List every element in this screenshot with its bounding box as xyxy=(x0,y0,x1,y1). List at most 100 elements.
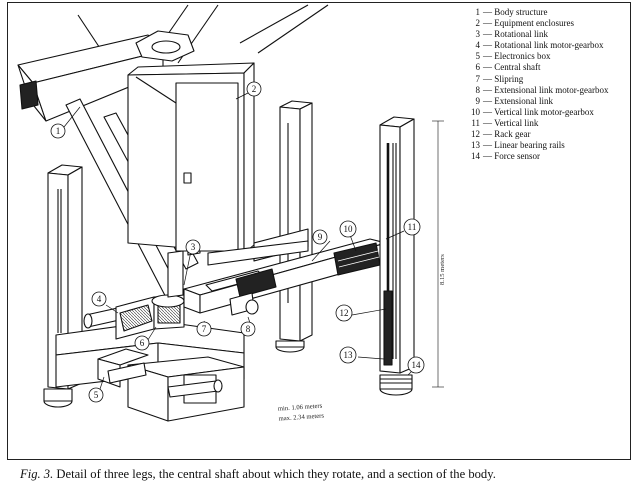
callout-12-circle xyxy=(335,304,353,322)
legend-item-label: Central shaft xyxy=(494,62,541,73)
legend-dash: — xyxy=(483,151,495,162)
lower-rods xyxy=(107,362,223,398)
legend-item-label: Vertical link motor-gearbox xyxy=(494,106,594,117)
legend-item-number: 2 xyxy=(475,18,481,29)
caption-label: Fig. 3. xyxy=(20,467,54,481)
legend-item: 10— Vertical link motor-gearbox xyxy=(464,107,609,118)
legend-item: 6— Central shaft xyxy=(464,62,609,73)
legend-dash: — xyxy=(483,29,495,40)
vertical-dimension-label: 8.15 meters xyxy=(439,254,446,285)
legend-item-number: 3 xyxy=(475,29,481,40)
legend-dash: — xyxy=(483,140,495,151)
callout-7-label: 7 xyxy=(202,324,207,334)
legend-item-label: Electronics box xyxy=(494,51,551,62)
figure-caption: Fig. 3. Detail of three legs, the centra… xyxy=(20,467,496,482)
callout-3-label: 3 xyxy=(191,242,196,252)
legend-item: 11— Vertical link xyxy=(464,118,609,129)
legend-item-label: Linear bearing rails xyxy=(494,140,565,151)
dimension-lines xyxy=(432,120,444,388)
callout-1-label: 1 xyxy=(56,126,61,136)
legend-item: 5— Electronics box xyxy=(464,51,609,62)
legend-item-label: Vertical link xyxy=(494,117,539,128)
callout-4-circle xyxy=(91,291,107,307)
legend-item-number: 6 xyxy=(475,62,481,73)
callout-2-circle xyxy=(246,81,262,97)
rotational-arm xyxy=(83,250,185,340)
callout-5-label: 5 xyxy=(94,390,99,400)
callout-13-circle xyxy=(339,346,357,364)
legend-item-number: 10 xyxy=(471,106,480,117)
legend-item: 4— Rotational link motor-gearbox xyxy=(464,40,609,51)
legend-item: 2— Equipment enclosures xyxy=(464,18,609,29)
callout-1-circle xyxy=(50,123,66,139)
callout-5-circle xyxy=(88,387,104,403)
legend-item: 1— Body structure xyxy=(464,7,609,18)
callout-13-label: 13 xyxy=(344,350,354,360)
callout-12-label: 12 xyxy=(340,308,349,318)
legend-item-label: Extensional link motor-gearbox xyxy=(494,84,609,95)
callout-11-circle xyxy=(403,218,421,236)
legend-item-number: 14 xyxy=(471,151,480,162)
legend-item-number: 13 xyxy=(471,140,480,151)
legend-item-number: 12 xyxy=(471,129,480,140)
callout-9-circle xyxy=(312,229,328,245)
callout-14-label: 14 xyxy=(412,360,422,370)
legend-item-label: Slipring xyxy=(494,73,524,84)
legend-item-number: 8 xyxy=(475,84,481,95)
callout-8-label: 8 xyxy=(246,324,251,334)
callout-numbers: 1 2 3 4 5 6 7 8 9 10 11 12 13 14 xyxy=(56,84,421,400)
legend-item-label: Equipment enclosures xyxy=(494,18,574,29)
figure-frame: 1 2 3 4 5 6 7 8 9 10 11 12 13 14 8.15 me… xyxy=(7,2,631,460)
legend-item: 9— Extensional link xyxy=(464,96,609,107)
legend-item-number: 9 xyxy=(475,95,481,106)
callout-2-label: 2 xyxy=(252,84,257,94)
legend-item-number: 7 xyxy=(475,73,481,84)
hub-ring xyxy=(135,30,195,62)
legend-item-number: 5 xyxy=(475,51,481,62)
callout-6-circle xyxy=(134,335,150,351)
legend-dash: — xyxy=(483,129,495,140)
legend-item: 8— Extensional link motor-gearbox xyxy=(464,85,609,96)
legend-item-label: Extensional link xyxy=(494,95,553,106)
callout-10-circle xyxy=(339,220,357,238)
legend-dash: — xyxy=(483,7,495,17)
legend-item: 14— Force sensor xyxy=(464,151,609,162)
legend-item-number: 4 xyxy=(475,40,481,51)
equipment-enclosure xyxy=(127,62,255,254)
legend-item: 7— Slipring xyxy=(464,74,609,85)
callout-3-circle xyxy=(185,239,201,255)
legend-item: 12— Rack gear xyxy=(464,129,609,140)
legend-dash: — xyxy=(483,51,495,62)
legend-item: 3— Rotational link xyxy=(464,29,609,40)
legend-item-label: Rack gear xyxy=(494,129,531,140)
caption-text: Detail of three legs, the central shaft … xyxy=(56,467,496,481)
callout-7-circle xyxy=(196,321,212,337)
legend-dash: — xyxy=(483,95,495,106)
callout-markers xyxy=(50,81,425,403)
callout-6-label: 6 xyxy=(140,338,145,348)
legend-dash: — xyxy=(483,84,495,95)
legend-dash: — xyxy=(483,40,495,51)
callout-8-circle xyxy=(240,321,256,337)
leg-assembly-drawing: 1 2 3 4 5 6 7 8 9 10 11 12 13 14 8.15 me… xyxy=(17,4,446,423)
legend-item-number: 1 xyxy=(475,7,481,17)
legend-dash: — xyxy=(483,106,495,117)
legend-item: 13— Linear bearing rails xyxy=(464,140,609,151)
legend-item-label: Body structure xyxy=(494,7,548,17)
body-structure-beam xyxy=(17,34,164,122)
callout-11-label: 11 xyxy=(408,222,417,232)
callout-14-circle xyxy=(407,356,425,374)
min-extension-label: min. 1.06 meters xyxy=(278,403,323,413)
callout-10-label: 10 xyxy=(344,224,354,234)
callout-4-label: 4 xyxy=(97,294,102,304)
callout-9-label: 9 xyxy=(318,232,323,242)
vertical-link-column xyxy=(379,116,415,396)
legend-item-label: Rotational link xyxy=(494,29,548,40)
legend-dash: — xyxy=(483,117,495,128)
max-extension-label: max. 2.34 meters xyxy=(278,412,324,422)
legend-item-label: Rotational link motor-gearbox xyxy=(494,40,604,51)
legend-dash: — xyxy=(483,73,495,84)
legend-item-label: Force sensor xyxy=(494,151,540,162)
legend-item-number: 11 xyxy=(471,117,480,128)
